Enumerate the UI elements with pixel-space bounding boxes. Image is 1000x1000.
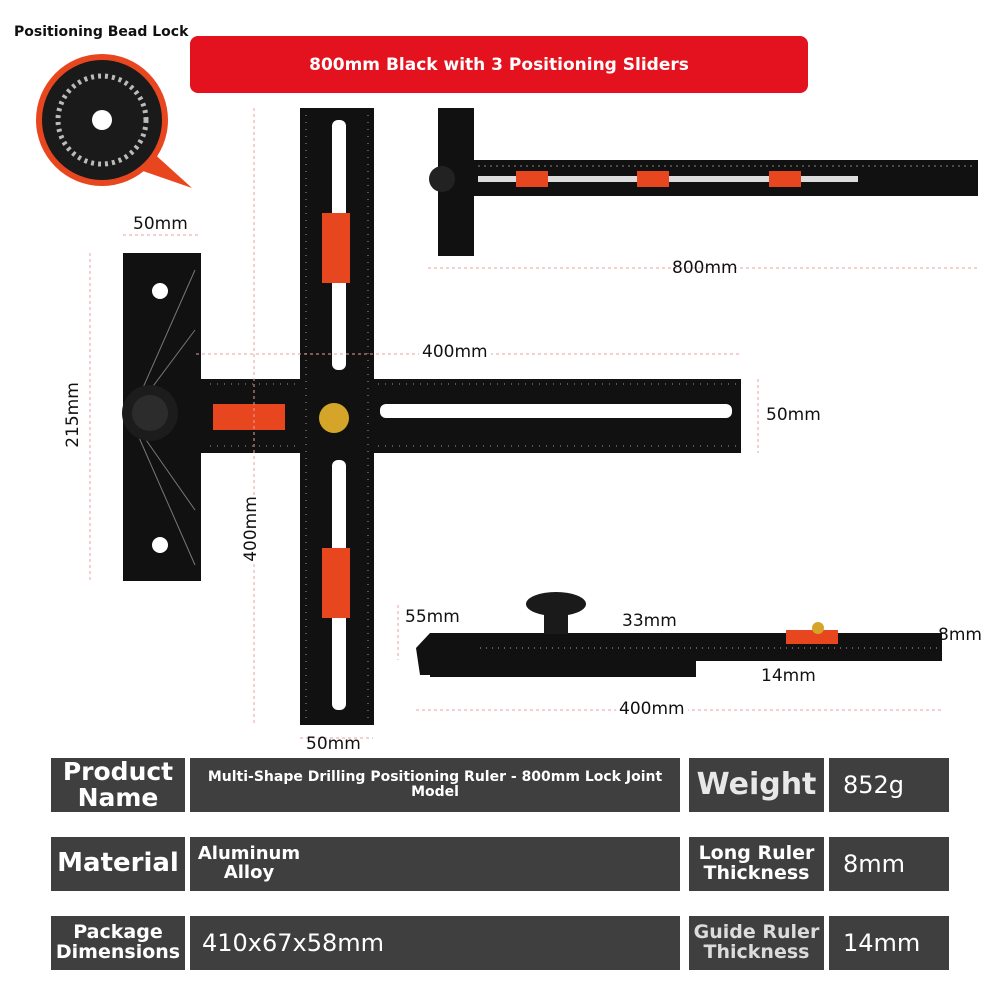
dim-knob-height: 33mm [622, 611, 677, 631]
banner-text: 800mm Black with 3 Positioning Sliders [309, 54, 689, 75]
product-name-label: Product Name [51, 758, 185, 812]
vertical-arm [300, 108, 374, 725]
material-value: Aluminum Alloy [190, 837, 680, 891]
side-view-ruler [416, 592, 942, 677]
dim-top-length: 800mm [672, 258, 738, 278]
dim-horizontal-length: 400mm [419, 342, 491, 362]
long-ruler-value: 8mm [829, 837, 949, 891]
material-value-text: Aluminum Alloy [197, 843, 301, 883]
dim-side-height: 55mm [405, 607, 460, 627]
package-value: 410x67x58mm [190, 916, 680, 970]
guide-ruler-value: 14mm [829, 916, 949, 970]
dim-vertical-length: 400mm [240, 496, 261, 562]
dim-side-length: 400mm [616, 699, 688, 719]
guide-ruler-label: Guide Ruler Thickness [689, 916, 824, 970]
dim-square-height: 215mm [62, 382, 83, 448]
weight-label: Weight [689, 758, 824, 812]
dim-side-thickness: 8mm [938, 625, 982, 645]
package-label: Package Dimensions [51, 916, 185, 970]
dim-horizontal-width: 50mm [766, 405, 821, 425]
bead-lock-label: Positioning Bead Lock [14, 24, 189, 40]
product-name-value: Multi-Shape Drilling Positioning Ruler -… [190, 758, 680, 812]
weight-value: 852g [829, 758, 949, 812]
bead-lock-closeup [36, 54, 192, 188]
product-illustration [36, 54, 978, 739]
long-ruler-label: Long Ruler Thickness [689, 837, 824, 891]
horizontal-arm [122, 379, 741, 453]
dim-square-width: 50mm [133, 214, 188, 234]
material-label: Material [51, 837, 185, 891]
product-banner: 800mm Black with 3 Positioning Sliders [190, 36, 808, 93]
dim-side-guide: 14mm [761, 666, 816, 686]
top-t-ruler [429, 108, 978, 256]
dim-vertical-width: 50mm [306, 734, 361, 754]
